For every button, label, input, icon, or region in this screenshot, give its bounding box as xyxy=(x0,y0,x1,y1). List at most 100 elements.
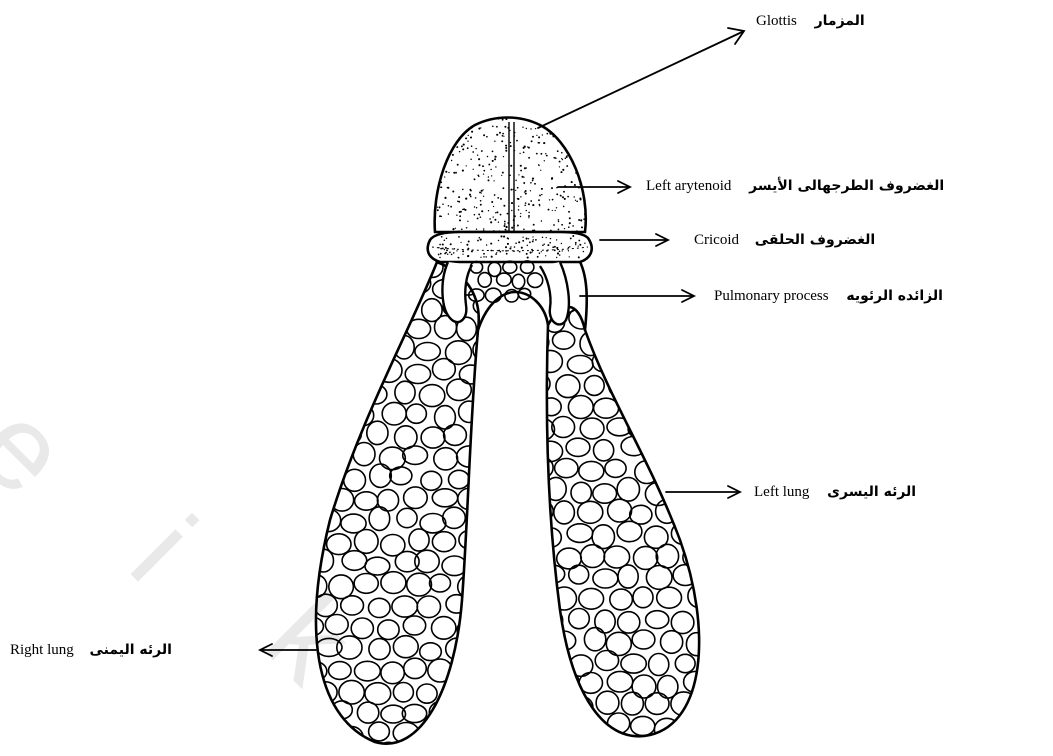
alveolar-cell xyxy=(571,482,591,503)
stipple-dot xyxy=(563,206,565,208)
stipple-dot xyxy=(579,184,580,185)
stipple-dot xyxy=(492,126,494,128)
stipple-dot xyxy=(572,225,574,227)
stipple-dot xyxy=(558,221,559,222)
stipple-dot xyxy=(552,210,553,211)
alveolar-cell xyxy=(470,426,494,448)
alveolar-cell xyxy=(688,585,709,608)
stipple-dot xyxy=(544,160,545,161)
stipple-dot xyxy=(498,240,499,241)
stipple-dot xyxy=(472,151,474,153)
alveolar-cell xyxy=(566,438,590,456)
stipple-dot xyxy=(581,159,582,160)
stipple-dot xyxy=(467,147,469,149)
stipple-dot xyxy=(441,186,443,188)
alveolar-cell xyxy=(617,521,642,541)
stipple-dot xyxy=(505,118,507,120)
stipple-dot xyxy=(518,206,519,207)
stipple-dot xyxy=(564,140,566,142)
stipple-dot xyxy=(531,140,533,142)
stipple-dot xyxy=(532,251,533,252)
stipple-dot xyxy=(533,239,534,240)
alveolar-cell xyxy=(605,459,626,477)
alveolar-cell xyxy=(353,443,375,466)
stipple-dot xyxy=(515,190,516,191)
stipple-dot xyxy=(540,170,541,171)
stipple-dot xyxy=(441,236,443,238)
alveolar-cell xyxy=(403,616,425,635)
stipple-dot xyxy=(511,227,513,229)
alveolar-cell xyxy=(393,683,413,702)
alveolar-cell xyxy=(556,375,580,398)
stipple-dot xyxy=(444,176,445,177)
stipple-dot xyxy=(483,253,485,255)
alveolar-cell xyxy=(455,659,479,679)
alveolar-cell xyxy=(696,441,721,465)
alveolar-cell xyxy=(497,273,512,286)
stipple-dot xyxy=(565,158,567,160)
alveolar-cell xyxy=(365,557,390,575)
stipple-dot xyxy=(534,183,536,185)
stipple-dot xyxy=(579,244,581,246)
alveolar-cell xyxy=(555,459,578,478)
stipple-dot xyxy=(508,238,510,240)
stipple-dot xyxy=(497,197,499,199)
alveolar-cell xyxy=(674,396,694,414)
stipple-dot xyxy=(532,180,534,182)
alveolar-cell xyxy=(397,508,417,527)
stipple-dot xyxy=(541,188,543,190)
stipple-dot xyxy=(456,250,457,251)
alveolar-cell xyxy=(404,658,427,678)
alveolar-cell xyxy=(317,254,339,276)
alveolar-cell xyxy=(673,740,697,756)
stipple-dot xyxy=(498,118,499,119)
stipple-dot xyxy=(468,135,469,136)
stipple-dot xyxy=(491,175,492,176)
stipple-dot xyxy=(494,194,496,196)
stipple-dot xyxy=(559,250,561,252)
alveolar-cell xyxy=(354,360,378,380)
stipple-dot xyxy=(553,118,554,119)
alveolar-cell xyxy=(316,297,341,319)
stipple-dot xyxy=(447,187,449,189)
alveolar-cell xyxy=(297,704,322,726)
alveolar-cell xyxy=(421,427,445,448)
alveolar-cell xyxy=(352,748,375,756)
stipple-dot xyxy=(523,228,525,230)
alveolar-cell xyxy=(420,643,442,661)
alveolar-cell xyxy=(432,532,455,552)
stipple-dot xyxy=(509,247,511,249)
stipple-dot xyxy=(466,244,468,246)
alveolar-cell xyxy=(671,311,693,329)
stipple-dot xyxy=(526,238,528,240)
alveolar-cell xyxy=(696,309,721,332)
stipple-dot xyxy=(451,160,452,161)
stipple-dot xyxy=(503,156,504,157)
stipple-dot xyxy=(467,255,469,257)
stipple-dot xyxy=(550,133,551,134)
alveolar-cell xyxy=(468,596,493,618)
right-lung-label-ar: الرئه اليمنى xyxy=(90,642,172,658)
stipple-dot xyxy=(442,203,444,205)
stipple-dot xyxy=(500,251,502,253)
alveolar-cell xyxy=(649,351,672,373)
stipple-dot xyxy=(502,133,504,135)
alveolar-cell xyxy=(305,275,326,295)
stipple-dot xyxy=(494,158,496,160)
stipple-dot xyxy=(531,249,533,251)
alveolar-cell xyxy=(471,551,492,574)
stipple-dot xyxy=(514,246,516,248)
alveolar-cell xyxy=(394,297,416,317)
stipple-dot xyxy=(457,201,459,203)
alveolar-cell xyxy=(382,402,406,425)
stipple-dot xyxy=(479,117,481,119)
stipple-dot xyxy=(483,134,485,136)
alveolar-cell xyxy=(608,499,632,522)
stipple-dot xyxy=(528,217,529,218)
stipple-dot xyxy=(577,163,578,164)
alveolar-cell xyxy=(645,435,670,457)
alveolar-cell xyxy=(697,738,720,756)
stipple-dot xyxy=(517,225,519,227)
stipple-dot xyxy=(505,246,507,248)
left-lung-label-en: Left lung xyxy=(754,484,809,500)
